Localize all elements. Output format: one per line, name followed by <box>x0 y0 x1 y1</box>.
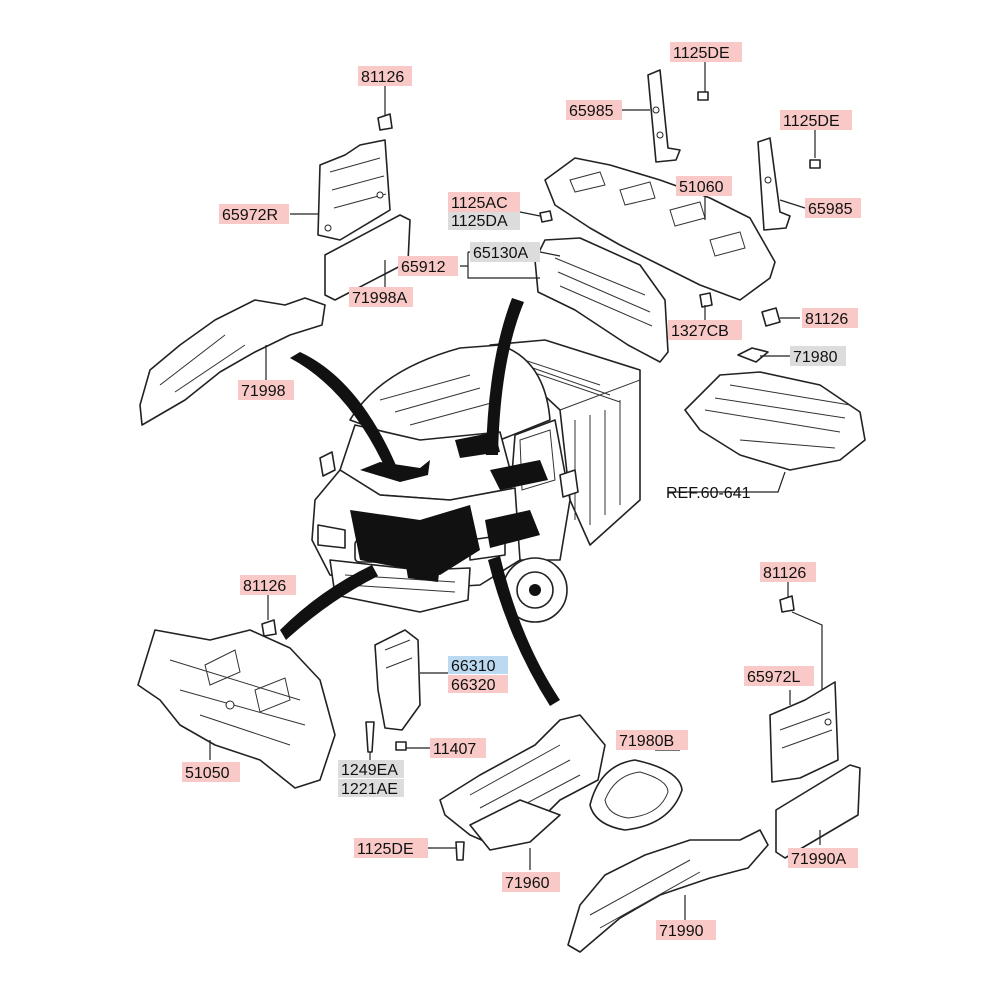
callout-labels: 81126 65972R 71998A 71998 1125DE 65985 1… <box>182 42 861 940</box>
label-71998A: 71998A <box>352 290 407 307</box>
part-65912 <box>534 237 669 363</box>
label-81126-c: 81126 <box>243 578 286 595</box>
part-71980-small <box>737 347 769 363</box>
label-65972L: 65972L <box>747 669 800 686</box>
clip-81126-a <box>377 113 393 131</box>
label-66310: 66310 <box>451 658 496 675</box>
label-71998: 71998 <box>241 383 286 400</box>
label-1327CB: 1327CB <box>671 323 729 340</box>
label-81126-a: 81126 <box>361 69 404 86</box>
part-65972L <box>769 681 839 783</box>
label-51050: 51050 <box>185 765 230 782</box>
label-65972R: 65972R <box>222 207 278 224</box>
label-11407: 11407 <box>433 741 476 758</box>
part-51060 <box>544 157 776 301</box>
bracket-65985-a <box>647 69 681 163</box>
label-1125DA: 1125DA <box>451 213 508 230</box>
clip-81126-b <box>761 307 781 327</box>
label-81126-d: 81126 <box>763 565 806 582</box>
label-1125DE-b: 1125DE <box>783 113 840 130</box>
label-71990: 71990 <box>659 923 704 940</box>
label-71980: 71980 <box>793 349 838 366</box>
part-71960 <box>439 714 606 851</box>
label-66320: 66320 <box>451 677 496 694</box>
bolt-1125DE-b <box>809 159 821 169</box>
nut-1327CB <box>699 292 713 308</box>
clip-81126-c <box>261 619 277 637</box>
label-65985-b: 65985 <box>808 201 853 218</box>
bolt-11407 <box>395 741 407 751</box>
label-51060: 51060 <box>679 179 724 196</box>
label-71990A: 71990A <box>791 851 846 868</box>
label-1221AE: 1221AE <box>341 781 398 798</box>
label-1249EA: 1249EA <box>341 762 398 779</box>
bracket-65985-b <box>757 137 791 231</box>
leader-lines <box>209 60 823 920</box>
part-65972R <box>317 139 391 241</box>
part-71980B <box>589 759 683 831</box>
screw-1249EA <box>365 721 375 753</box>
part-51050 <box>137 629 336 789</box>
part-71998 <box>139 297 326 426</box>
label-1125DE-a: 1125DE <box>673 45 730 62</box>
clip-1125AC <box>539 210 553 223</box>
label-1125DE-c: 1125DE <box>357 841 414 858</box>
bolt-1125DE-a <box>697 91 709 101</box>
part-66310-66320 <box>374 629 421 731</box>
bolt-1125DE-c <box>455 841 465 861</box>
label-65985-a: 65985 <box>569 103 614 120</box>
label-71960: 71960 <box>505 875 550 892</box>
label-65912: 65912 <box>401 259 446 276</box>
label-65130A: 65130A <box>473 245 528 262</box>
sweep-arrows <box>280 298 560 706</box>
label-1125AC: 1125AC <box>451 195 508 212</box>
label-81126-b: 81126 <box>805 311 848 328</box>
floor-pan-ref <box>684 371 866 471</box>
clip-81126-d <box>779 595 795 613</box>
label-ref-60-641: REF.60-641 <box>666 485 751 502</box>
part-71990A <box>775 764 861 859</box>
label-71980B: 71980B <box>619 733 674 750</box>
part-71990 <box>567 829 769 953</box>
